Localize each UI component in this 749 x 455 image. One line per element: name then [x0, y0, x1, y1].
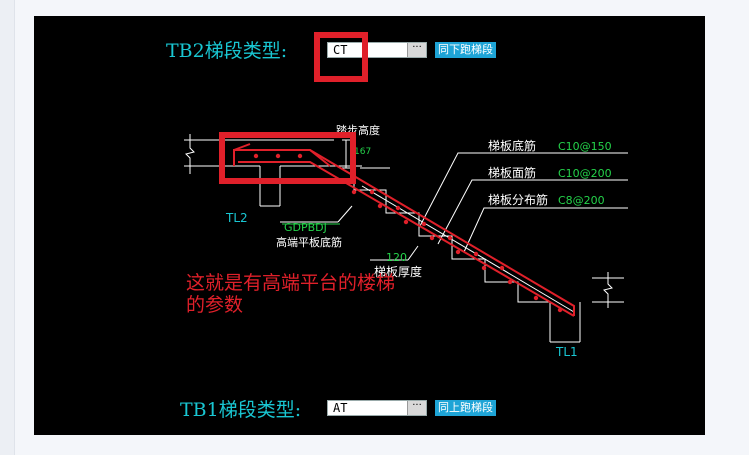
tb1-type-value: AT — [333, 401, 348, 415]
top-rebar-spec: C10@200 — [558, 167, 612, 180]
high-platform-rebar-label: 高端平板底筋 — [276, 236, 342, 249]
tb1-type-label: TB1梯段类型: — [180, 399, 302, 421]
tl2-label: TL2 — [226, 211, 248, 225]
bottom-rebar-spec: C10@150 — [558, 140, 612, 153]
thickness-label: 梯板厚度 — [374, 265, 423, 279]
ellipsis-icon[interactable]: ··· — [407, 43, 426, 57]
same-as-lower-flight-button[interactable]: 同下跑梯段 — [435, 42, 496, 58]
highlight-box-type — [314, 32, 368, 82]
top-rebar-label: 梯板面筋 — [488, 166, 537, 180]
tb2-type-label: TB2梯段类型: — [166, 40, 288, 62]
ellipsis-icon[interactable]: ··· — [407, 401, 426, 415]
thickness-value: 120 — [386, 251, 407, 264]
gdpbdj-label: GDPBDJ — [284, 221, 327, 234]
same-as-upper-flight-button[interactable]: 同上跑梯段 — [435, 400, 496, 416]
left-gutter — [0, 0, 15, 455]
annotation-note: 这就是有高端平台的楼梯的参数 — [186, 272, 396, 316]
tb1-type-select[interactable]: AT ··· — [327, 400, 427, 416]
step-height-value: 167 — [354, 147, 372, 157]
tb2-type-value: CT — [333, 43, 348, 57]
bottom-rebar-label: 梯板底筋 — [488, 139, 537, 153]
tl1-label: TL1 — [556, 345, 578, 359]
stair-parameter-panel: TB2梯段类型: CT ··· 同下跑梯段 踏步高度 167 梯板底筋 C10@… — [34, 16, 705, 435]
distribution-rebar-spec: C8@200 — [558, 194, 605, 207]
tb2-type-select[interactable]: CT ··· — [327, 42, 427, 58]
stair-section-drawing — [184, 134, 628, 343]
highlight-box-platform — [219, 132, 356, 184]
distribution-rebar-label: 梯板分布筋 — [488, 193, 549, 207]
